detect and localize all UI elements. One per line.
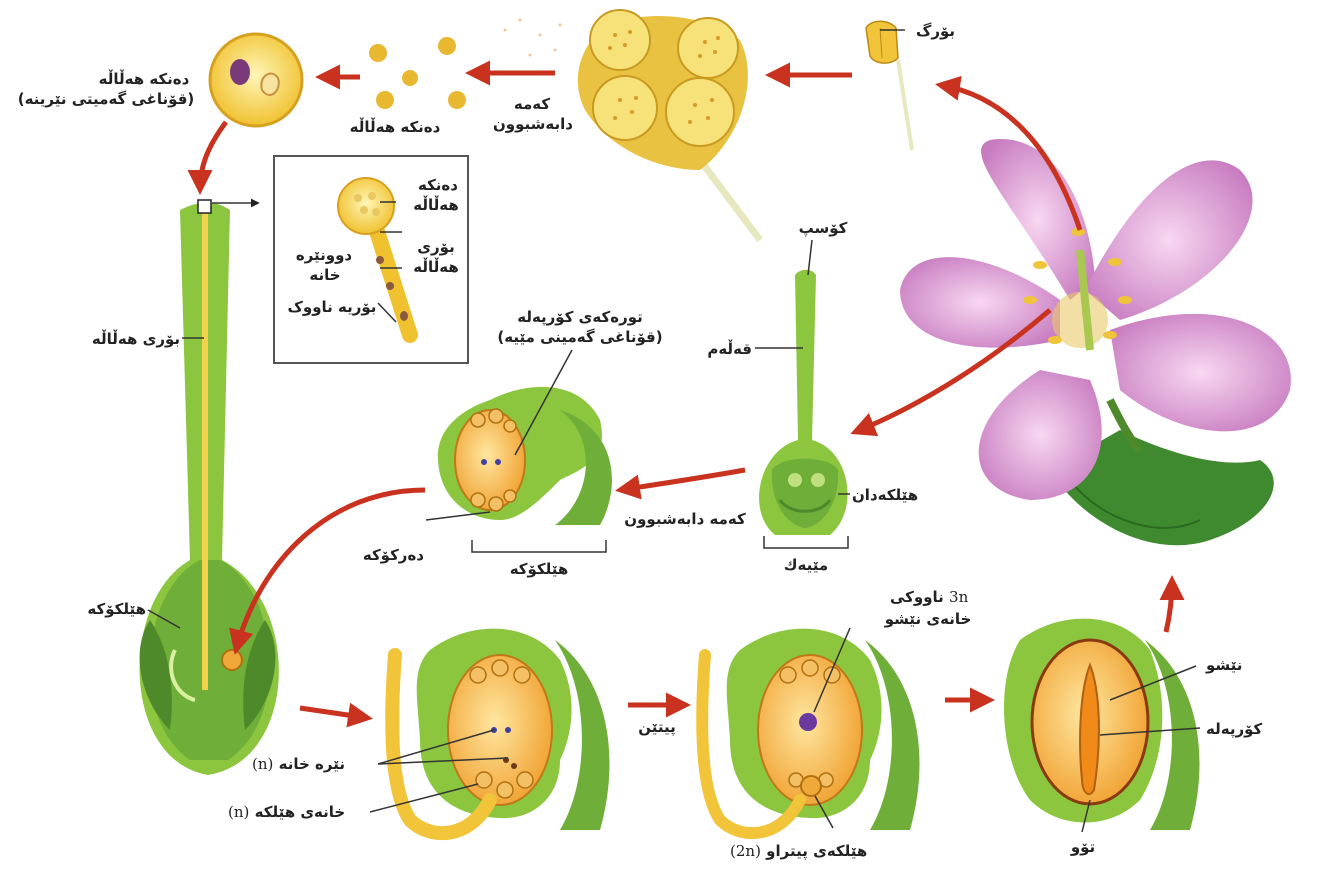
label-seed: تۆو xyxy=(1058,838,1108,857)
pistil xyxy=(759,270,848,535)
label-egg-cell: خانەی هێلکە xyxy=(255,803,346,821)
label-egg-cell-row: خانەی هێلکە (n) xyxy=(228,803,345,822)
label-sperm-cell-row: نێرە خانە (n) xyxy=(252,755,345,774)
male-gametophyte xyxy=(210,34,302,126)
flower-illustration xyxy=(900,139,1291,545)
pollen-grains xyxy=(369,37,466,109)
label-embryo-sac-2: (قۆناغی گەمینی مێیە) xyxy=(486,328,674,347)
anther-icon xyxy=(866,21,912,150)
label-meiosis-top-1: کەمە xyxy=(492,95,572,114)
label-meiosis-mid: کەمە دابەشبوون xyxy=(620,510,750,529)
label-endosperm-nucleus-1: ناووکی xyxy=(890,588,944,606)
label-ovule-mid: هێلکۆکە xyxy=(494,560,584,579)
ovule-embryo-sac xyxy=(438,387,612,525)
label-inset-sperm-1: دوونێرە xyxy=(284,246,364,265)
label-endosperm: نێشو xyxy=(1206,656,1242,675)
label-zygote-row: هێلکەی پیتراو (2n) xyxy=(730,842,867,861)
seed-stage xyxy=(1004,619,1200,830)
label-sperm-ploidy: (n) xyxy=(252,755,273,773)
label-sperm-cell: نێرە خانە xyxy=(279,755,345,773)
label-meiosis-top-2: دابەشبوون xyxy=(478,115,588,134)
label-ovule-left: هێلکۆکە xyxy=(56,600,146,619)
label-style: قەڵەم xyxy=(694,340,752,359)
label-inset-sperm-2: خانە xyxy=(290,266,360,285)
label-inset-tube-2: هەڵاڵە xyxy=(404,258,468,277)
label-triploid: 3n xyxy=(949,588,968,606)
label-endosperm-nucleus-2: خانەی نێشو xyxy=(868,610,988,629)
label-micropyle: دەرکۆکە xyxy=(330,546,424,565)
label-pollen-tube: بۆری هەڵاڵە xyxy=(70,330,180,349)
label-egg-ploidy: (n) xyxy=(228,803,249,821)
label-anther: بۆرگ xyxy=(916,22,955,41)
label-inset-tube-1: بۆری xyxy=(408,238,464,257)
label-pollen-grain-top: دەنکە هەڵاڵە xyxy=(84,70,204,89)
ovule-stage-fertilized xyxy=(702,629,919,834)
label-fertilization: پیتێن xyxy=(626,718,688,737)
label-inset-pollen-2: هەڵاڵە xyxy=(404,196,468,215)
label-stigma: کۆسپ xyxy=(788,219,858,238)
label-pistil: مێیەك xyxy=(768,556,844,575)
label-zygote: هێلکەی پیتراو xyxy=(766,842,867,860)
label-male-gametophyte-stage: (قۆناغی گەمیتی نێرینە) xyxy=(6,90,206,109)
label-ovary: هێلکەدان xyxy=(852,486,918,505)
pollen-tube-pistil xyxy=(140,200,279,775)
label-embryo: کۆرپەلە xyxy=(1206,720,1262,739)
label-pollen-grains: دەنکە هەڵاڵە xyxy=(340,118,450,137)
label-embryo-sac-1: تورەکەی کۆرپەلە xyxy=(490,308,670,327)
label-zygote-ploidy: (2n) xyxy=(730,842,761,860)
label-inset-pollen-1: دەنکە xyxy=(408,176,468,195)
label-inset-tube-nucleus: بۆریە ناووک xyxy=(286,298,378,317)
label-endosperm-nucleus-row: 3n ناووکی xyxy=(890,588,968,607)
ovule-stage-sperm xyxy=(392,629,609,834)
